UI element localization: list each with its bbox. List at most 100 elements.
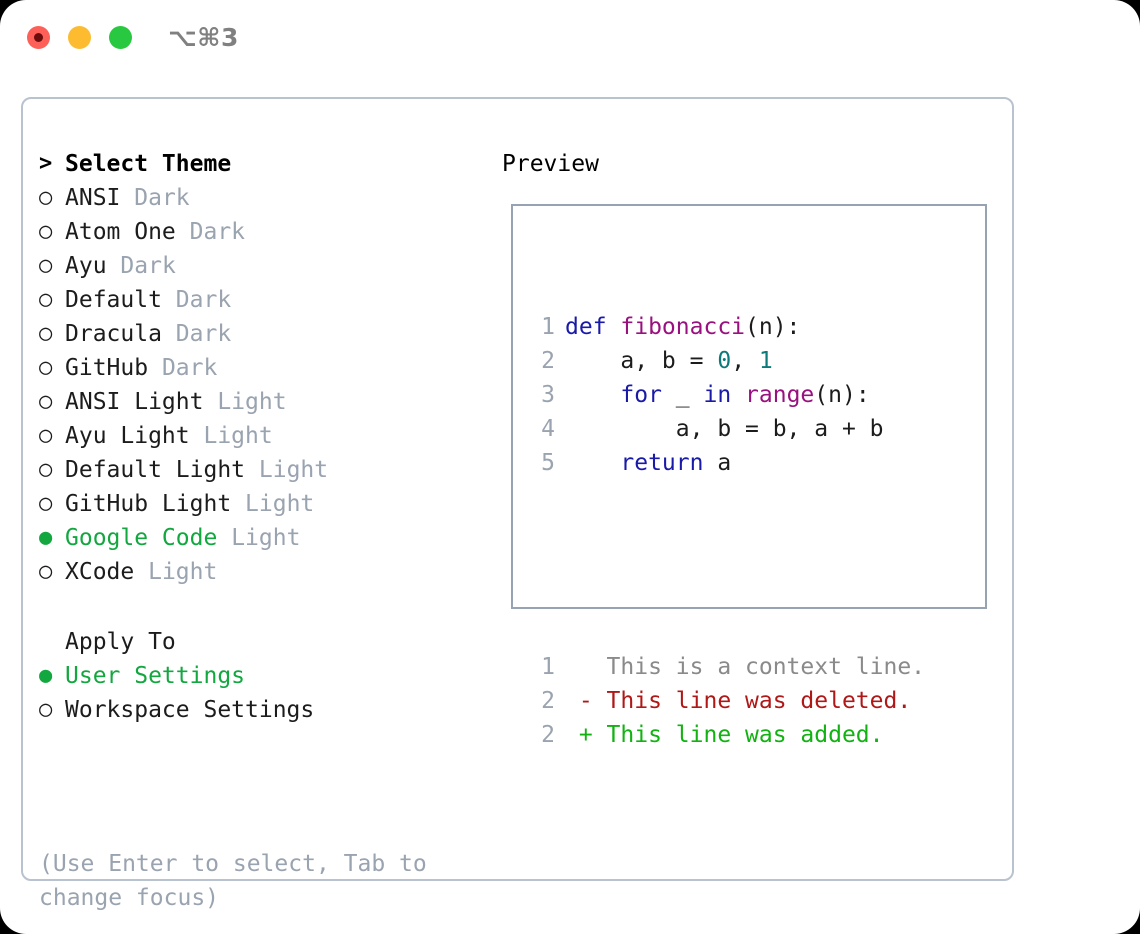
code-line-number: 1 — [541, 314, 555, 340]
apply-to-option-workspace-settings[interactable]: ○ Workspace Settings — [39, 693, 479, 727]
theme-option-github-light[interactable]: ○GitHub Light Light — [39, 487, 479, 521]
apply-to-header-label: Apply To — [65, 629, 176, 655]
diff-line-add: 2 + This line was added. — [527, 718, 925, 752]
theme-option-gap — [120, 181, 134, 215]
code-line-number: 2 — [541, 348, 555, 374]
diff-line-del: 2 - This line was deleted. — [527, 684, 925, 718]
code-line-content: return a — [565, 446, 731, 480]
theme-option-xcode[interactable]: ○ XCode Light — [39, 555, 479, 589]
code-token-fn: range — [745, 382, 815, 408]
code-token-kw: in — [703, 382, 732, 408]
diff-line-number: 2 — [541, 722, 555, 748]
code-line: 2 a, b = 0, 1 — [527, 344, 925, 378]
code-token-fn: fibonacci — [620, 314, 746, 340]
diff-line-content: This is a context line. — [565, 654, 926, 680]
code-line-number: 5 — [541, 450, 555, 476]
radio-unselected-icon: ○ — [39, 457, 53, 482]
code-token-plain: a, b = b, a + b — [565, 416, 884, 442]
theme-option-category: Light — [203, 423, 273, 449]
theme-list-column: >Select Theme ○ANSI Dark○Atom One Dark○A… — [39, 147, 479, 727]
theme-option-google-code[interactable]: ●Google Code Light — [39, 521, 479, 555]
theme-option-category: Light — [258, 457, 329, 483]
diff-line-number: 1 — [541, 654, 555, 680]
diff-line-content: + This line was added. — [565, 722, 884, 748]
radio-unselected-icon: ○ — [39, 423, 53, 448]
theme-option-gap — [231, 487, 245, 521]
theme-option-name: Default — [65, 287, 162, 313]
theme-option-category: Dark — [161, 355, 218, 381]
code-token-kw: return — [620, 450, 704, 476]
theme-option-name: XCode — [65, 559, 135, 585]
preview-title: Preview — [502, 151, 599, 177]
code-token-plain: (n): — [814, 382, 870, 408]
theme-option-category: Dark — [175, 321, 232, 347]
code-token-plain — [731, 382, 745, 408]
theme-option-category: Light — [217, 389, 287, 415]
theme-option-dracula[interactable]: ○ Dracula Dark — [39, 317, 479, 351]
theme-option-name: Atom One — [65, 219, 176, 245]
code-line-number: 3 — [541, 382, 555, 408]
theme-options-list[interactable]: ○ANSI Dark○Atom One Dark○Ayu Dark○Defaul… — [39, 181, 479, 589]
zoom-window-button[interactable] — [109, 26, 132, 49]
theme-selector-card: >Select Theme ○ANSI Dark○Atom One Dark○A… — [21, 97, 1014, 911]
radio-unselected-icon: ○ — [39, 321, 53, 346]
keyboard-hint-text: (Use Enter to select, Tab to change focu… — [39, 851, 441, 911]
title-bar: ⌥⌘3 — [0, 0, 1140, 78]
theme-option-gap — [245, 453, 259, 487]
theme-option-name: Ayu — [65, 253, 107, 279]
theme-option-ansi[interactable]: ○ANSI Dark — [39, 181, 479, 215]
theme-option-name: Ayu Light — [65, 423, 190, 449]
diff-line-number: 2 — [541, 688, 555, 714]
diff-line-content: - This line was deleted. — [565, 688, 912, 714]
theme-option-ayu-light[interactable]: ○ Ayu Light Light — [39, 419, 479, 453]
radio-unselected-icon: ○ — [39, 185, 53, 210]
radio-unselected-icon: ○ — [39, 559, 53, 584]
radio-unselected-icon: ○ — [39, 389, 53, 414]
diff-snippet: 1 This is a context line. 2 - This line w… — [527, 650, 925, 752]
theme-option-name: Dracula — [65, 321, 162, 347]
code-token-plain: a — [703, 450, 732, 476]
theme-option-category: Light — [148, 559, 218, 585]
theme-option-category: Dark — [134, 185, 190, 211]
code-line: 3 for _ in range(n): — [527, 378, 925, 412]
theme-option-default-light[interactable]: ○Default Light Light — [39, 453, 479, 487]
code-token-num: 1 — [758, 348, 773, 374]
code-line-content: for _ in range(n): — [565, 378, 870, 412]
minimize-window-button[interactable] — [68, 26, 91, 49]
theme-option-gap — [148, 351, 162, 385]
theme-option-gap — [134, 555, 148, 589]
theme-option-gap — [203, 385, 217, 419]
theme-list-header-label: Select Theme — [65, 151, 232, 177]
radio-unselected-icon: ○ — [39, 219, 53, 244]
theme-option-gap — [176, 215, 190, 249]
code-token-num: 0 — [717, 348, 732, 374]
code-token-plain: , — [731, 348, 759, 374]
code-line-content: a, b = 0, 1 — [565, 344, 773, 378]
apply-to-options-list[interactable]: ●User Settings ○ Workspace Settings — [39, 659, 479, 727]
radio-unselected-icon: ○ — [39, 253, 53, 278]
theme-option-ayu[interactable]: ○Ayu Dark — [39, 249, 479, 283]
apply-to-option-user-settings[interactable]: ●User Settings — [39, 659, 479, 693]
theme-option-ansi-light[interactable]: ○ANSI Light Light — [39, 385, 479, 419]
code-token-plain: a, b = — [565, 348, 718, 374]
theme-option-atom-one[interactable]: ○ Atom One Dark — [39, 215, 479, 249]
radio-selected-icon: ● — [39, 663, 53, 688]
theme-option-name: GitHub Light — [65, 491, 232, 517]
radio-unselected-icon: ○ — [39, 491, 53, 516]
radio-unselected-icon: ○ — [39, 355, 53, 380]
theme-option-category: Dark — [189, 219, 246, 245]
radio-unselected-icon: ○ — [39, 697, 53, 722]
close-window-button[interactable] — [27, 26, 50, 49]
theme-option-github[interactable]: ○GitHub Dark — [39, 351, 479, 385]
theme-option-default[interactable]: ○Default Dark — [39, 283, 479, 317]
theme-option-gap — [217, 521, 231, 555]
theme-option-category: Dark — [175, 287, 232, 313]
apply-to-option-label: Workspace Settings — [65, 697, 315, 723]
keyboard-shortcut-label: ⌥⌘3 — [168, 23, 239, 52]
code-token-kw: for — [620, 382, 662, 408]
code-token-plain: (n): — [745, 314, 801, 340]
